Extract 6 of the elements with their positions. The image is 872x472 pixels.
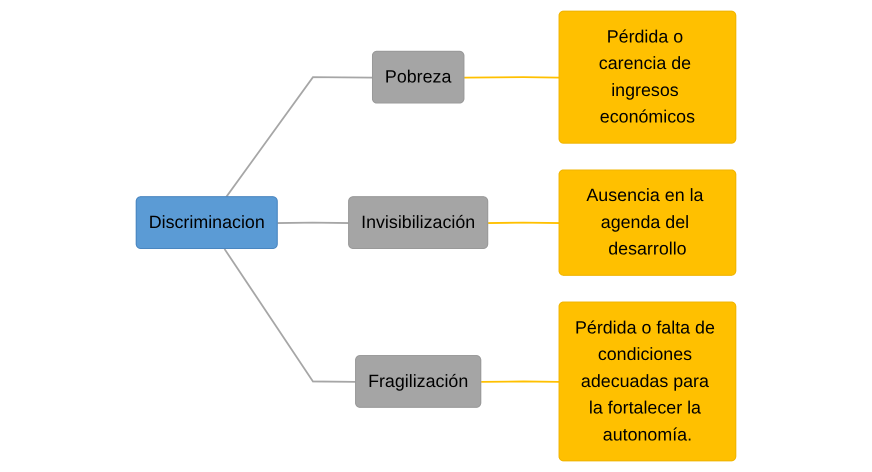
connector	[278, 222, 350, 224]
connector	[464, 76, 560, 78]
connector	[224, 248, 356, 383]
connector	[488, 222, 560, 224]
connector	[225, 76, 373, 198]
connector	[481, 380, 560, 383]
